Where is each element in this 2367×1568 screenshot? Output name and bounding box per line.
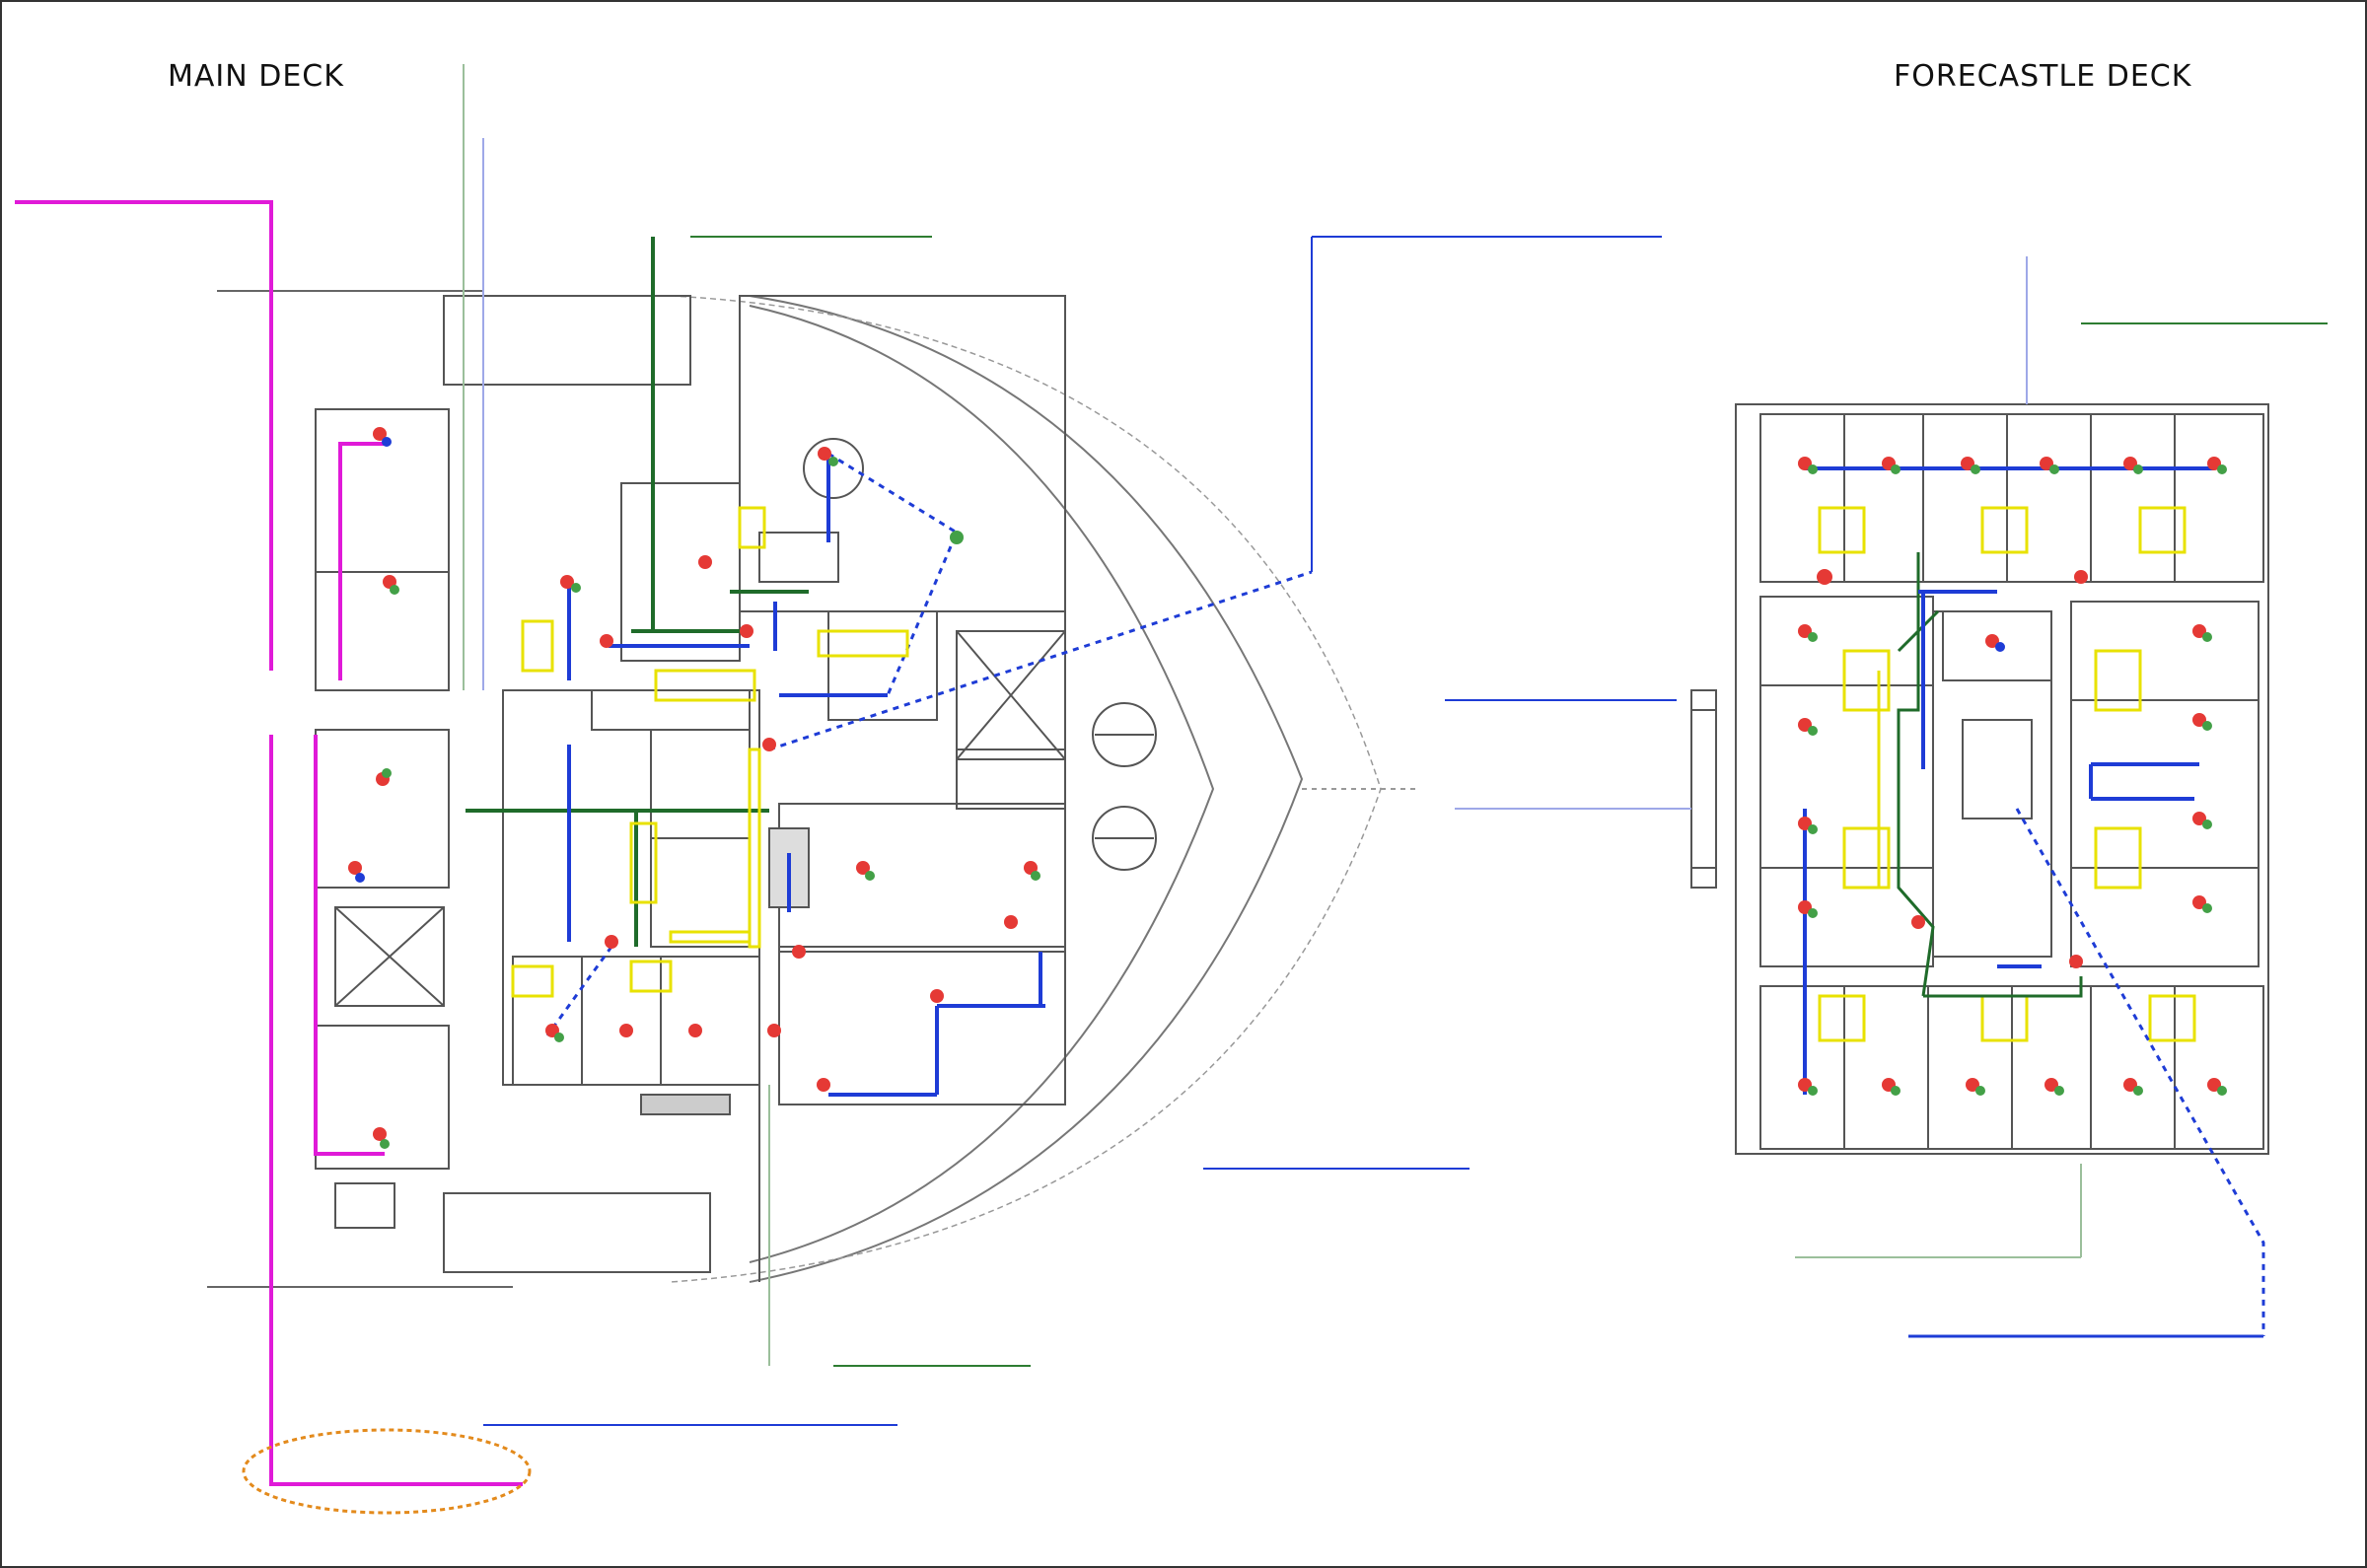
main-deck-fixtures (511, 506, 909, 998)
main-deck-drain-lines (466, 237, 809, 947)
forecastle-water-lines (1803, 466, 2265, 1338)
main-deck-valves (348, 427, 1040, 1149)
forecastle-plan (1690, 403, 2269, 1155)
forecastle-valves (1798, 457, 2227, 1096)
forecastle-drain-lines (1897, 552, 2083, 998)
forecastle-fixtures (1818, 506, 2196, 1042)
callout-leaders (463, 64, 2328, 1426)
forecastle-deck-title: FORECASTLE DECK (1894, 59, 2192, 94)
hot-water-lines (15, 200, 523, 1486)
main-deck-water-lines (545, 452, 1313, 1097)
main-deck-title: MAIN DECK (168, 59, 344, 94)
revision-cloud (242, 1428, 532, 1515)
